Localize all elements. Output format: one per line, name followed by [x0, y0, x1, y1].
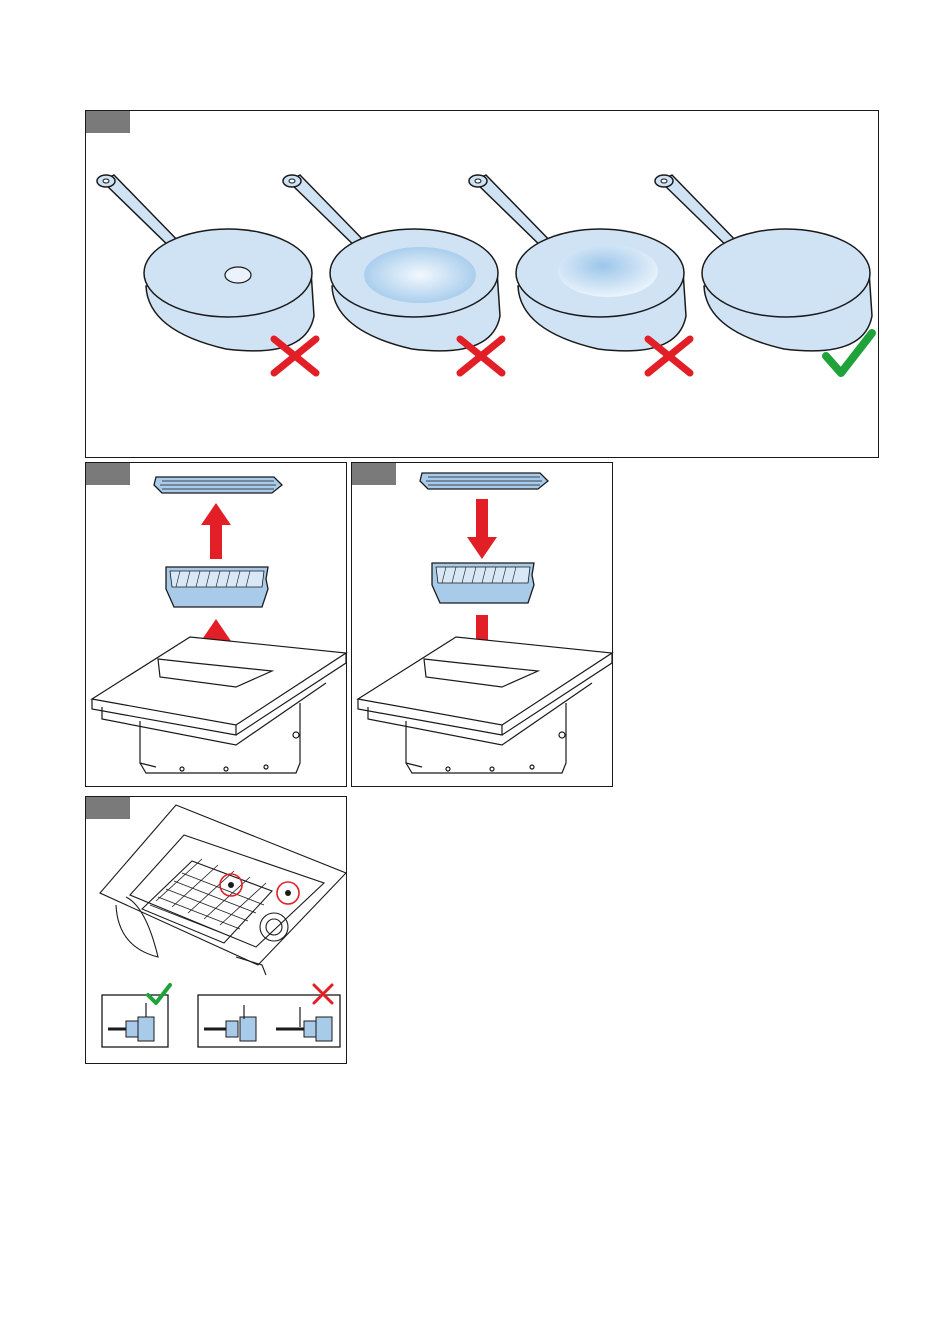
pan-illustrations: [86, 111, 880, 459]
figure-remove-filter: [85, 462, 347, 787]
pan-raised-center: [97, 175, 314, 351]
cooktop: [358, 637, 612, 773]
pan-flat: [655, 175, 872, 351]
grease-filter: [432, 563, 534, 603]
pan-convex: [469, 175, 686, 351]
cross-mark-icon: [648, 339, 690, 373]
cross-mark-icon: [460, 339, 502, 373]
arrow-up-icon: [201, 503, 231, 559]
arrow-down-icon: [467, 499, 497, 559]
figure-insert-filter: [351, 462, 613, 787]
grille-cover: [420, 473, 548, 489]
pan-concave: [283, 175, 500, 351]
figure-pan-bottoms: [85, 110, 879, 458]
cooktop-underside: [100, 805, 346, 975]
filter-insertion-illustration: [352, 463, 614, 788]
detail-incorrect: [198, 995, 340, 1047]
grease-filter: [166, 567, 268, 607]
plug-connection-illustration: [86, 797, 348, 1065]
figure-plug-connection: [85, 796, 347, 1064]
filter-removal-illustration: [86, 463, 348, 788]
grille-cover: [154, 477, 282, 493]
cross-mark-icon: [274, 339, 316, 373]
cooktop: [92, 637, 346, 773]
